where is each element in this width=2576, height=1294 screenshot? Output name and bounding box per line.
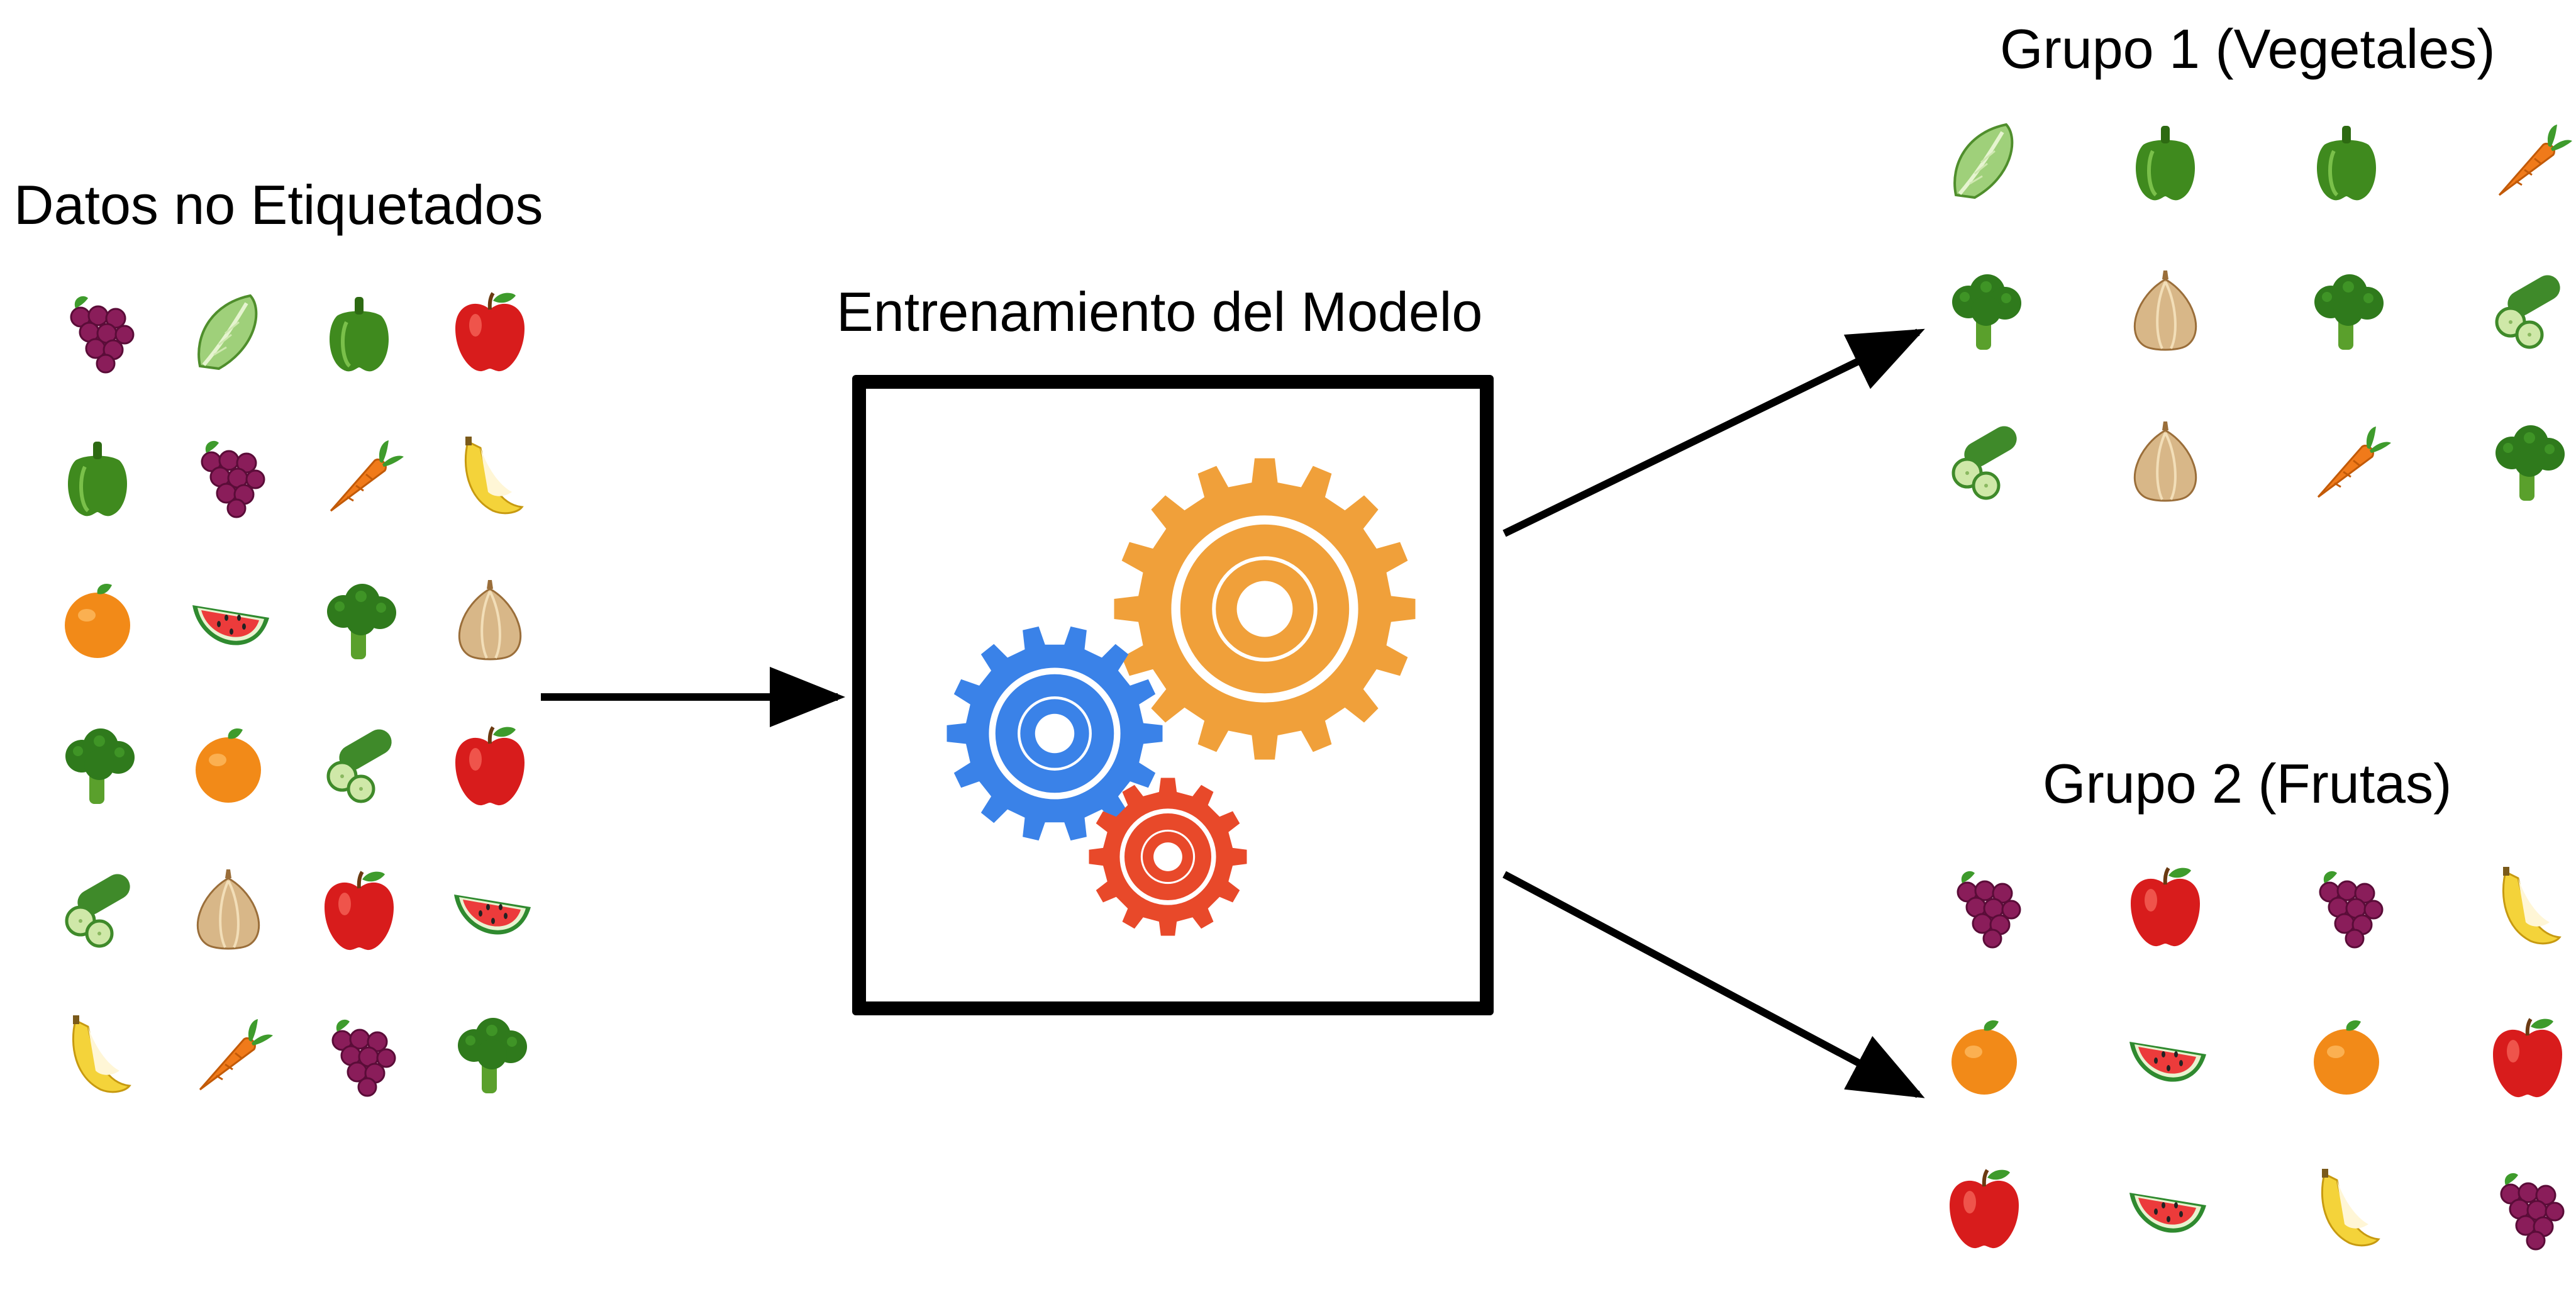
group1-title: Grupo 1 (Vegetales) <box>2000 18 2496 80</box>
grapes-icon <box>201 440 265 518</box>
cucumber-icon <box>326 729 392 803</box>
onion-icon <box>458 580 522 661</box>
pepper-icon <box>2136 126 2195 201</box>
apple-icon <box>455 292 525 372</box>
model-training-title: Entrenamiento del Modelo <box>836 281 1483 343</box>
orange-icon <box>196 728 261 803</box>
cucumber-icon <box>2495 275 2560 349</box>
carrot-icon <box>330 440 404 512</box>
onion-icon <box>2133 271 2197 351</box>
apple-icon <box>1950 1169 2019 1249</box>
model-training-box <box>852 375 1494 1015</box>
cucumber-icon <box>65 874 130 948</box>
group1-arrow <box>1502 328 1925 537</box>
lettuce-icon <box>197 294 258 371</box>
pepper-icon <box>2317 126 2376 201</box>
grapes-icon <box>2319 871 2384 949</box>
orange-icon <box>1951 1020 2017 1095</box>
apple-icon <box>2131 867 2200 947</box>
unlabeled-data-title: Datos no Etiquetados <box>14 174 543 236</box>
apple-icon <box>2493 1018 2562 1098</box>
orange-icon <box>65 583 130 658</box>
large-orange-gear <box>1114 458 1416 760</box>
banana-icon <box>2321 1169 2380 1247</box>
banana-icon <box>2502 867 2562 945</box>
watermelon-icon <box>2129 1042 2206 1082</box>
grapes-icon <box>70 296 135 374</box>
banana-icon <box>72 1015 131 1093</box>
group2-title: Grupo 2 (Frutas) <box>2043 752 2452 815</box>
grapes-icon <box>1957 871 2021 949</box>
carrot-icon <box>199 1019 273 1091</box>
carrot-icon <box>2498 125 2572 196</box>
banana-icon <box>464 437 524 515</box>
lettuce-icon <box>1953 123 2014 199</box>
carrot-icon <box>2317 427 2391 498</box>
orange-icon <box>2314 1020 2379 1095</box>
watermelon-icon <box>454 895 531 935</box>
cucumber-icon <box>1951 426 2017 500</box>
onion-icon <box>196 869 260 950</box>
gears-icon <box>947 458 1416 936</box>
apple-icon <box>325 871 394 951</box>
group2-arrow <box>1502 871 1925 1098</box>
broccoli-icon <box>2496 425 2565 501</box>
watermelon-icon <box>2129 1193 2206 1233</box>
pepper-icon <box>330 297 389 372</box>
apple-icon <box>455 726 525 806</box>
grapes-icon <box>331 1019 396 1097</box>
broccoli-icon <box>327 584 396 659</box>
small-red-gear <box>1089 778 1247 936</box>
broccoli-icon <box>1952 274 2021 350</box>
broccoli-icon <box>2314 274 2384 350</box>
broccoli-icon <box>458 1018 527 1093</box>
medium-blue-gear <box>947 626 1163 841</box>
pepper-icon <box>68 442 127 516</box>
grapes-icon <box>2500 1173 2565 1251</box>
broccoli-icon <box>65 728 135 804</box>
onion-icon <box>2133 421 2197 502</box>
watermelon-icon <box>192 605 269 645</box>
